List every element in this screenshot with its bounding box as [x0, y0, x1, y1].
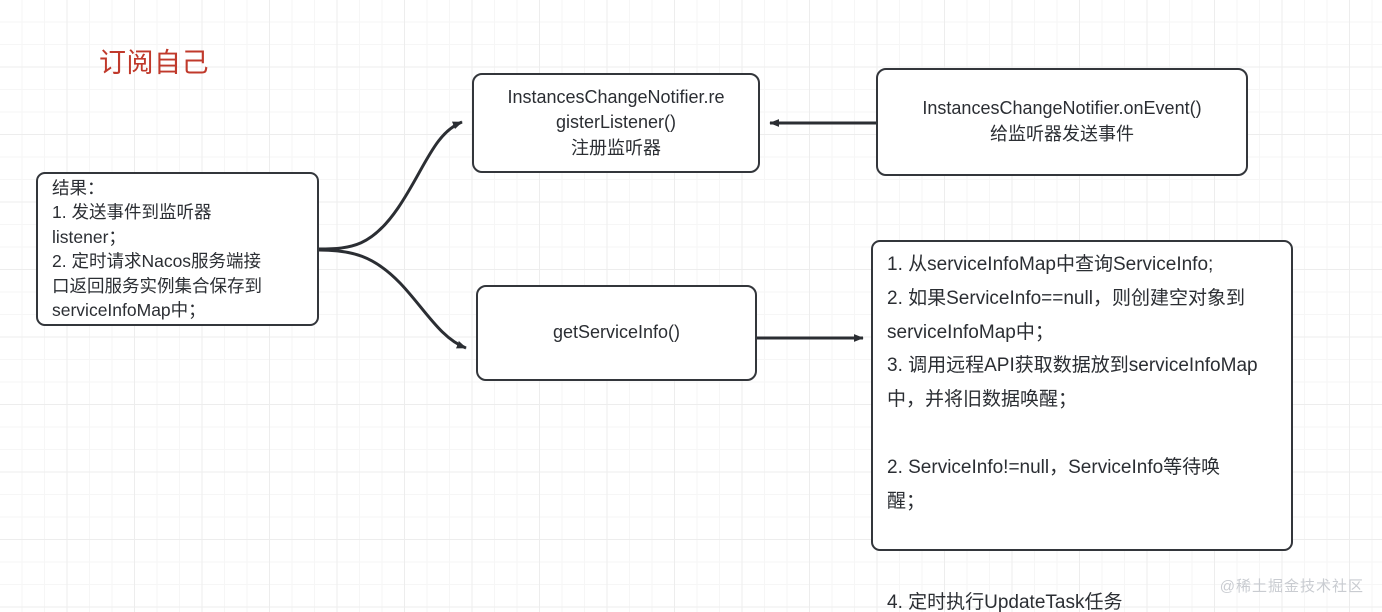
result-box[interactable]: 结果： 1. 发送事件到监听器 listener； 2. 定时请求Nacos服务…: [36, 172, 319, 326]
on-event-box-text: InstancesChangeNotifier.onEvent() 给监听器发送…: [922, 98, 1202, 144]
diagram-title: 订阅自己: [99, 48, 209, 78]
edge-result-to-get-service-info: [318, 248, 467, 350]
edge-result-to-register-listener: [318, 120, 463, 251]
watermark: @稀土掘金技术社区: [1219, 578, 1364, 595]
service-info-detail-box[interactable]: 1. 从serviceInfoMap中查询ServiceInfo; 2. 如果S…: [871, 240, 1293, 612]
result-box-text: 结果： 1. 发送事件到监听器 listener； 2. 定时请求Nacos服务…: [52, 177, 262, 321]
get-service-info-box-text: getServiceInfo(): [552, 322, 681, 343]
get-service-info-box[interactable]: getServiceInfo(): [476, 285, 757, 381]
service-info-detail-box-text: 1. 从serviceInfoMap中查询ServiceInfo; 2. 如果S…: [887, 254, 1258, 612]
register-listener-box-text: InstancesChangeNotifier.re gisterListene…: [507, 86, 725, 158]
register-listener-box[interactable]: InstancesChangeNotifier.re gisterListene…: [472, 73, 760, 173]
on-event-box[interactable]: InstancesChangeNotifier.onEvent() 给监听器发送…: [876, 68, 1248, 176]
